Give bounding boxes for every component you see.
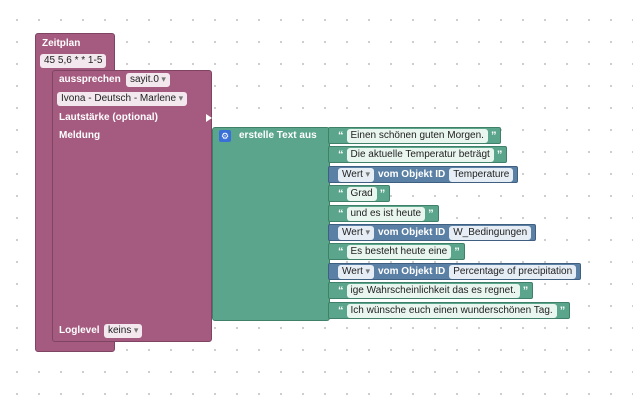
- open-quote-icon: “: [338, 149, 344, 161]
- object-id-field[interactable]: W_Bedingungen: [449, 226, 532, 240]
- text-string-block[interactable]: “Ich wünsche euch einen wunderschönen Ta…: [328, 302, 571, 319]
- close-quote-icon: ”: [428, 208, 434, 220]
- close-quote-icon: ”: [522, 285, 529, 297]
- object-value-block[interactable]: Wertvom Objekt IDW_Bedingungen: [328, 224, 537, 241]
- instance-dropdown[interactable]: sayit.0: [126, 73, 170, 87]
- text-string-block[interactable]: “und es ist heute”: [328, 205, 439, 222]
- text-join-block[interactable]: [212, 127, 330, 321]
- text-string-block[interactable]: “Grad”: [328, 185, 391, 202]
- loglevel-label: Loglevel: [59, 325, 100, 336]
- text-value-field[interactable]: ige Wahrscheinlichkeit das es regnet.: [346, 284, 520, 298]
- object-id-label: vom Objekt ID: [377, 227, 446, 238]
- object-id-label: vom Objekt ID: [377, 266, 446, 277]
- open-quote-icon: “: [338, 305, 344, 317]
- close-quote-icon: ”: [490, 130, 497, 142]
- text-value-field[interactable]: und es ist heute: [346, 207, 426, 221]
- gear-icon[interactable]: ⚙: [219, 130, 231, 142]
- text-string-block[interactable]: “Einen schönen guten Morgen.”: [328, 127, 502, 144]
- object-id-field[interactable]: Temperature: [449, 168, 514, 182]
- value-mode-dropdown[interactable]: Wert: [338, 265, 374, 279]
- volume-input-connector[interactable]: [206, 114, 212, 122]
- text-value-field[interactable]: Die aktuelle Temperatur beträgt: [346, 148, 494, 162]
- close-quote-icon: ”: [496, 149, 503, 161]
- loglevel-dropdown[interactable]: keins: [104, 324, 143, 338]
- text-value-field[interactable]: Ich wünsche euch einen wunderschönen Tag…: [346, 304, 557, 318]
- voice-dropdown[interactable]: Ivona - Deutsch - Marlene: [57, 92, 188, 106]
- text-value-field[interactable]: Einen schönen guten Morgen.: [346, 129, 488, 143]
- close-quote-icon: ”: [559, 305, 566, 317]
- open-quote-icon: “: [338, 130, 344, 142]
- message-label: Meldung: [59, 130, 101, 141]
- text-string-block[interactable]: “Die aktuelle Temperatur beträgt”: [328, 146, 508, 163]
- open-quote-icon: “: [338, 208, 344, 220]
- object-id-field[interactable]: Percentage of precipitation: [449, 265, 577, 279]
- speak-label: aussprechen: [59, 74, 121, 85]
- text-join-label: erstelle Text aus: [239, 130, 317, 141]
- value-mode-dropdown[interactable]: Wert: [338, 226, 374, 240]
- cron-field[interactable]: 45 5,6 * * 1-5: [40, 54, 107, 68]
- text-string-block[interactable]: “Es besteht heute eine”: [328, 243, 465, 260]
- open-quote-icon: “: [338, 188, 344, 200]
- text-value-field[interactable]: Es besteht heute eine: [346, 245, 452, 259]
- text-string-block[interactable]: “ige Wahrscheinlichkeit das es regnet.”: [328, 282, 534, 299]
- value-mode-dropdown[interactable]: Wert: [338, 168, 374, 182]
- object-id-label: vom Objekt ID: [377, 169, 446, 180]
- speak-block[interactable]: [52, 70, 212, 342]
- text-value-field[interactable]: Grad: [346, 187, 377, 201]
- close-quote-icon: ”: [379, 188, 386, 200]
- zeitplan-title: Zeitplan: [42, 38, 81, 49]
- close-quote-icon: ”: [454, 246, 460, 258]
- open-quote-icon: “: [338, 285, 344, 297]
- volume-label: Lautstärke (optional): [59, 112, 158, 123]
- open-quote-icon: “: [338, 246, 344, 258]
